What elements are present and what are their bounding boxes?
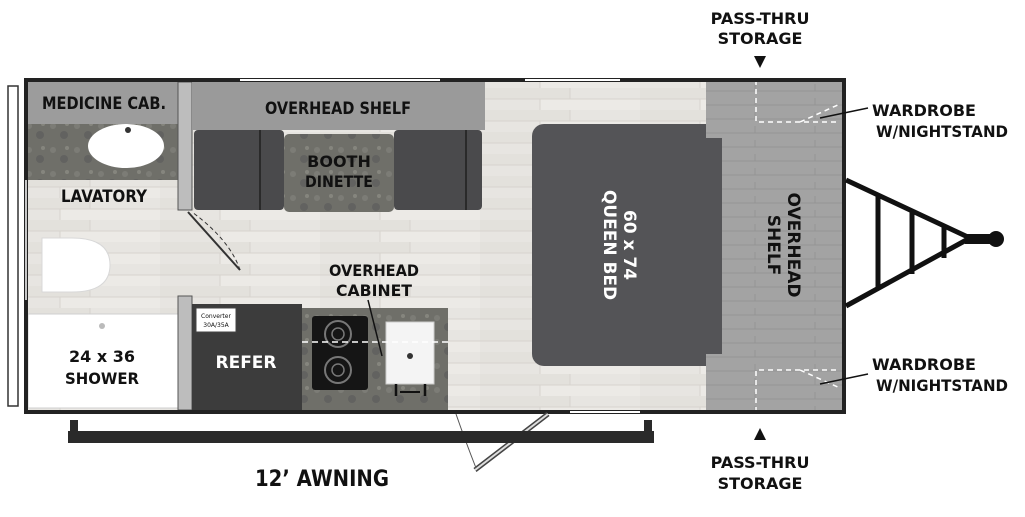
label-front-overhead-2: SHELF [763, 215, 783, 276]
label-wardrobe-top-1: WARDROBE [872, 101, 976, 120]
label-overhead-shelf: OVERHEAD SHELF [265, 99, 411, 119]
burner-bottom [324, 356, 352, 384]
booth-seat-left [194, 130, 284, 210]
label-medicine-cab: MEDICINE CAB. [42, 94, 166, 114]
wardrobe-bottom [706, 354, 844, 412]
label-shower-size: 24 x 36 [69, 347, 135, 366]
label-passthru-top-2: STORAGE [718, 29, 803, 48]
toilet [41, 237, 111, 293]
label-wardrobe-bottom-1: WARDROBE [872, 355, 976, 374]
cooktop [312, 316, 368, 390]
booth-seat-right [394, 130, 482, 210]
label-lavatory: LAVATORY [61, 187, 148, 207]
front-overhead-shelf [722, 138, 844, 354]
awning-rail [68, 431, 654, 443]
rear-bumper [7, 85, 19, 407]
arrow-up-icon [754, 428, 766, 440]
label-queen-bed: QUEEN BED [599, 190, 619, 300]
wardrobe-top [706, 80, 844, 138]
label-passthru-top-1: PASS-THRU [711, 9, 810, 28]
queen-bed [532, 124, 722, 366]
label-dinette: DINETTE [305, 172, 373, 191]
label-awning: 12’ AWNING [255, 467, 389, 492]
lavatory-sink [88, 124, 164, 168]
converter-box [195, 307, 237, 333]
label-converter-amps: 30A/35A [203, 322, 229, 329]
shower-drain [99, 323, 105, 329]
label-passthru-bottom-1: PASS-THRU [711, 453, 810, 472]
booth-table [284, 134, 394, 212]
medicine-cabinet [28, 82, 178, 124]
label-overhead-cabinet-1: OVERHEAD [329, 261, 419, 280]
overhead-shelf-top [192, 82, 485, 130]
label-bed-size: 60 x 74 [619, 210, 639, 280]
hitch-coupler [988, 231, 1004, 247]
trailer-tongue [844, 177, 976, 309]
label-passthru-bottom-2: STORAGE [718, 474, 803, 493]
burner-top [324, 320, 352, 348]
label-shower: SHOWER [65, 369, 139, 388]
label-front-overhead-1: OVERHEAD [783, 193, 803, 298]
bath-wall-upper [177, 81, 193, 211]
bath-wall-lower [177, 295, 193, 411]
label-overhead-cabinet-2: CABINET [336, 281, 412, 300]
label-wardrobe-top-2: W/NIGHTSTAND [876, 122, 1008, 141]
label-wardrobe-bottom-2: W/NIGHTSTAND [876, 376, 1008, 395]
bath-door-swing [187, 211, 241, 271]
label-booth: BOOTH [307, 152, 371, 171]
sink-drain [125, 127, 131, 133]
arrow-down-icon [754, 56, 766, 68]
label-refer: REFER [215, 353, 276, 373]
overhead-cabinet-leader [367, 299, 383, 357]
label-converter: Converter [201, 313, 231, 320]
